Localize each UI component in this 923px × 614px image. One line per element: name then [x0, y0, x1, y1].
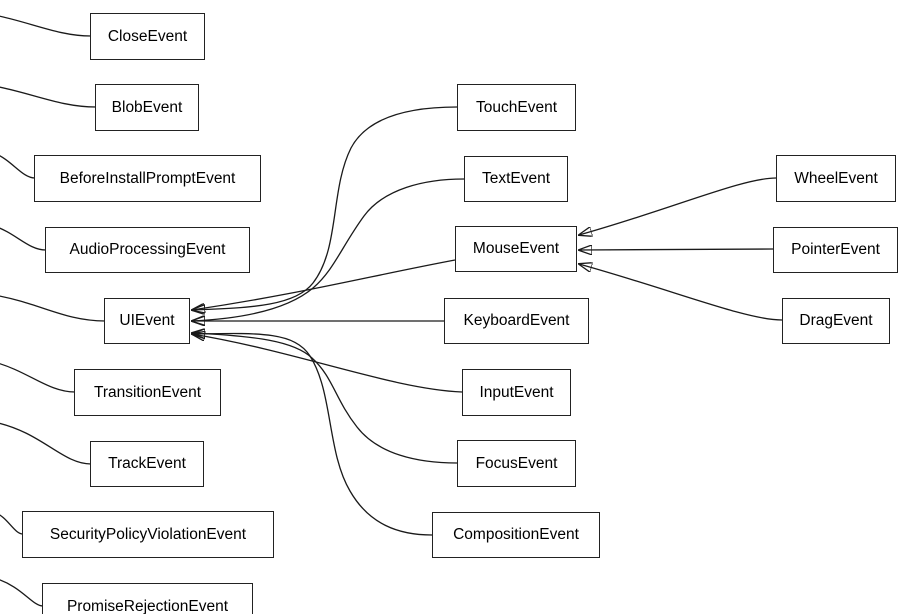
edge-beforeinstallpromptevent-offscreen — [0, 155, 36, 179]
edge-securitypolicyviolationevent-offscreen — [0, 514, 24, 535]
edge-compositionevent-uievent — [192, 333, 433, 536]
node-pointerevent: PointerEvent — [773, 227, 898, 273]
node-label: PromiseRejectionEvent — [66, 597, 229, 614]
edge-pointerevent-mouseevent — [579, 249, 774, 250]
node-label: SecurityPolicyViolationEvent — [49, 525, 247, 543]
node-audioprocessingevent: AudioProcessingEvent — [45, 227, 250, 273]
node-promiserejectionevent: PromiseRejectionEvent — [42, 583, 253, 614]
edge-transitionevent-offscreen — [0, 363, 76, 393]
edge-dragevent-mouseevent — [579, 264, 783, 321]
node-trackevent: TrackEvent — [90, 441, 204, 487]
node-touchevent: TouchEvent — [457, 84, 576, 131]
edge-touchevent-uievent — [192, 106, 458, 310]
edge-wheelevent-mouseevent — [579, 177, 777, 235]
node-keyboardevent: KeyboardEvent — [444, 298, 589, 344]
node-beforeinstallpromptevent: BeforeInstallPromptEvent — [34, 155, 261, 202]
node-mouseevent: MouseEvent — [455, 226, 577, 272]
edge-focusevent-uievent — [192, 333, 458, 464]
node-textevent: TextEvent — [464, 156, 568, 202]
node-dragevent: DragEvent — [782, 298, 890, 344]
node-label: AudioProcessingEvent — [69, 241, 226, 259]
node-label: KeyboardEvent — [463, 312, 570, 330]
node-inputevent: InputEvent — [462, 369, 571, 416]
node-compositionevent: CompositionEvent — [432, 512, 600, 558]
node-label: UIEvent — [119, 312, 175, 330]
edge-textevent-uievent — [192, 178, 465, 321]
node-closeevent: CloseEvent — [90, 13, 205, 60]
node-label: PointerEvent — [791, 241, 880, 259]
node-label: CompositionEvent — [453, 526, 579, 544]
node-wheelevent: WheelEvent — [776, 155, 896, 202]
edge-closeevent-offscreen — [0, 15, 92, 37]
edge-audioprocessingevent-offscreen — [0, 227, 47, 251]
edge-uievent-offscreen — [0, 295, 106, 322]
edge-inputevent-uievent — [192, 334, 463, 393]
node-label: WheelEvent — [794, 169, 878, 187]
node-label: MouseEvent — [472, 240, 560, 258]
node-label: InputEvent — [479, 383, 554, 401]
edge-trackevent-offscreen — [0, 422, 92, 465]
node-label: TextEvent — [481, 170, 551, 188]
node-label: DragEvent — [799, 312, 873, 330]
node-securitypolicyviolationevent: SecurityPolicyViolationEvent — [22, 511, 274, 558]
edge-blobevent-offscreen — [0, 86, 97, 108]
node-label: BlobEvent — [111, 98, 183, 116]
node-label: FocusEvent — [475, 454, 558, 472]
node-label: TrackEvent — [108, 455, 186, 473]
node-label: BeforeInstallPromptEvent — [59, 169, 236, 187]
edge-promiserejectionevent-offscreen — [0, 579, 44, 607]
node-blobevent: BlobEvent — [95, 84, 199, 131]
node-label: TransitionEvent — [93, 383, 202, 401]
node-focusevent: FocusEvent — [457, 440, 576, 487]
node-label: TouchEvent — [476, 98, 557, 116]
edge-mouseevent-uievent — [192, 259, 456, 310]
node-label: CloseEvent — [107, 27, 188, 45]
node-uievent: UIEvent — [104, 298, 190, 344]
node-transitionevent: TransitionEvent — [74, 369, 221, 416]
